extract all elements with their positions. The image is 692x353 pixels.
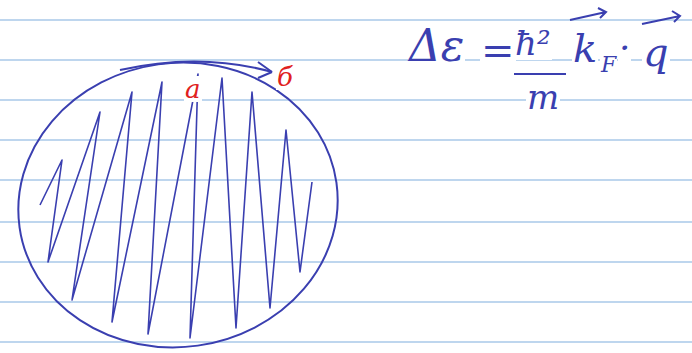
point-label: a: [184, 76, 202, 102]
fraction-bar: [514, 73, 566, 75]
ruled-lines: [0, 20, 692, 342]
equation-denominator: m: [526, 80, 560, 114]
equation-subscript: F: [600, 54, 617, 76]
equation-numerator: ħ²: [514, 26, 552, 60]
filled-states-scribble: [40, 74, 312, 338]
arc-arrowhead: [258, 62, 272, 78]
equation-term: Δε: [408, 24, 465, 68]
vector-arrow: [570, 8, 606, 20]
equation-vector: q: [642, 32, 670, 72]
equation-sign: ·: [618, 30, 631, 66]
fermi-sphere: [0, 42, 356, 353]
transition-arc: [120, 61, 272, 72]
vector-arrow: [642, 11, 680, 24]
point-label: б: [276, 64, 294, 90]
equation-vector: k: [572, 28, 598, 68]
equation-sign: =: [480, 30, 516, 70]
